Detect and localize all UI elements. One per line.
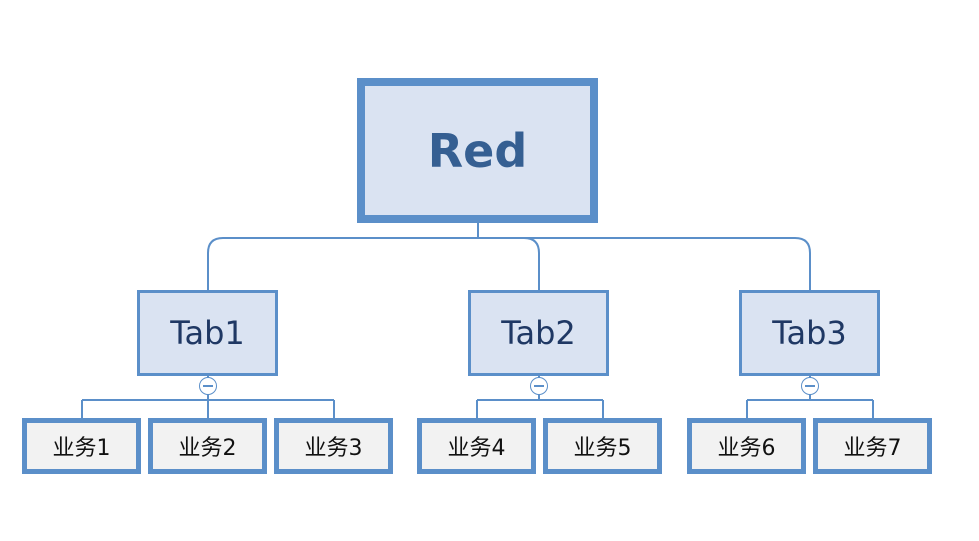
leaf-node-business-1[interactable]: 业务1	[22, 418, 141, 474]
collapse-minus-icon[interactable]	[530, 377, 548, 395]
leaf-node-business-3[interactable]: 业务3	[274, 418, 393, 474]
tab-node-tab1[interactable]: Tab1	[137, 290, 278, 376]
collapse-minus-icon[interactable]	[801, 377, 819, 395]
leaf-node-label: 业务5	[573, 436, 632, 461]
collapse-minus-icon[interactable]	[199, 377, 217, 395]
leaf-node-business-5[interactable]: 业务5	[543, 418, 662, 474]
leaf-node-label: 业务1	[52, 436, 111, 461]
root-node[interactable]: Red	[357, 78, 598, 223]
leaf-node-label: 业务7	[843, 436, 902, 461]
tab-node-tab2[interactable]: Tab2	[468, 290, 609, 376]
leaf-node-label: 业务2	[178, 436, 237, 461]
tab-node-label: Tab1	[170, 314, 245, 352]
root-node-label: Red	[427, 123, 528, 178]
leaf-node-business-4[interactable]: 业务4	[417, 418, 536, 474]
tab-node-tab3[interactable]: Tab3	[739, 290, 880, 376]
leaf-node-label: 业务3	[304, 436, 363, 461]
leaf-node-label: 业务4	[447, 436, 506, 461]
tab-node-label: Tab2	[501, 314, 576, 352]
leaf-node-business-6[interactable]: 业务6	[687, 418, 806, 474]
leaf-node-business-7[interactable]: 业务7	[813, 418, 932, 474]
root-to-tabs-connector	[207, 223, 811, 290]
leaf-node-label: 业务6	[717, 436, 776, 461]
tab-node-label: Tab3	[772, 314, 847, 352]
leaf-node-business-2[interactable]: 业务2	[148, 418, 267, 474]
